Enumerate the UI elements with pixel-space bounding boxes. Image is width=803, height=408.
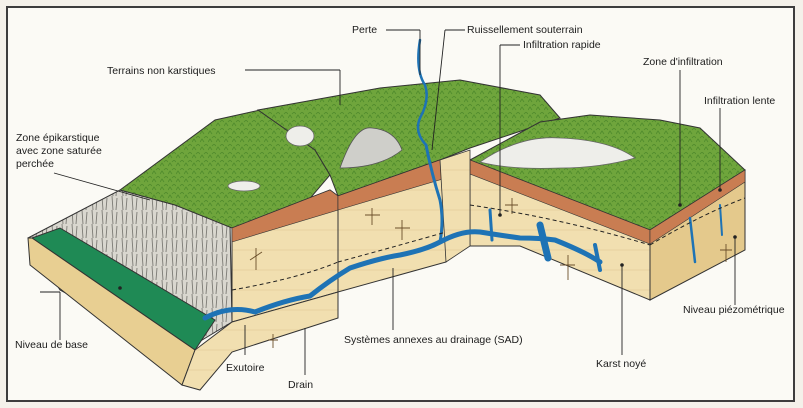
label-karst-noye: Karst noyé (596, 358, 646, 370)
label-ruissellement: Ruissellement souterrain (467, 24, 583, 36)
label-epikarst-line1: Zone épikarstique (16, 132, 100, 144)
label-exutoire: Exutoire (226, 362, 265, 374)
label-drain: Drain (288, 379, 313, 391)
label-sad: Systèmes annexes au drainage (SAD) (344, 334, 523, 346)
label-epikarst-line2: avec zone saturée (16, 145, 102, 157)
label-terrains: Terrains non karstiques (107, 65, 216, 77)
label-niveau-base: Niveau de base (15, 339, 88, 351)
label-infiltration-rapide: Infiltration rapide (523, 39, 601, 51)
label-infiltration-lente: Infiltration lente (704, 95, 775, 107)
label-perte: Perte (352, 24, 377, 36)
label-zone-infiltration: Zone d'infiltration (643, 56, 723, 68)
label-niveau-piezometrique: Niveau piézométrique (683, 304, 785, 316)
label-epikarst-line3: perchée (16, 158, 54, 170)
